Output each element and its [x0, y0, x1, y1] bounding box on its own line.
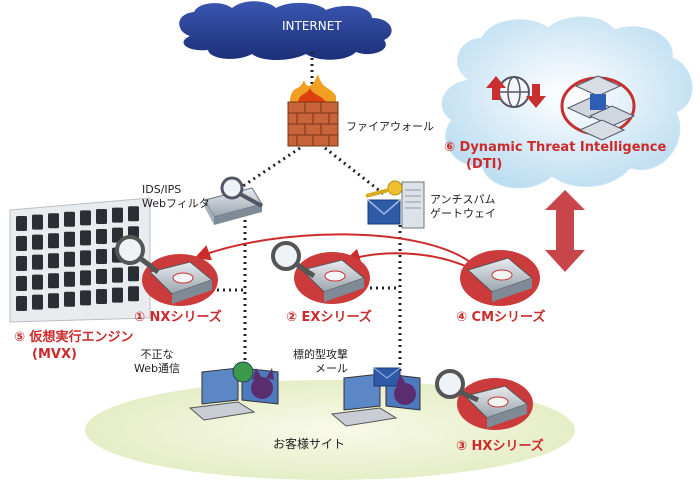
rack-unit	[112, 287, 123, 303]
ex-appliance-icon	[271, 241, 370, 304]
nx-appliance-icon	[115, 235, 218, 306]
dti-number: ⑥	[444, 140, 456, 155]
rack-unit	[80, 290, 91, 306]
antispam-label-line2: ゲートウェイ	[430, 207, 496, 220]
rack-unit	[112, 267, 123, 283]
rack-unit	[48, 293, 59, 309]
rack-unit	[128, 206, 139, 222]
ids-device-icon	[204, 176, 263, 225]
customer-site-label: お客様サイト	[273, 437, 346, 451]
antispam-label-line1: アンチスパム	[430, 193, 496, 206]
firewall-icon	[287, 74, 339, 147]
cm-update-arrows	[194, 233, 471, 269]
dti-line1: Dynamic Threat Intelligence	[459, 140, 667, 155]
rack-unit	[64, 251, 75, 267]
rack-unit	[16, 276, 27, 291]
rack-unit	[32, 254, 43, 270]
nx-name: NXシリーズ	[149, 310, 222, 325]
cm-appliance-icon	[460, 250, 540, 306]
rack-unit	[48, 213, 59, 229]
rack-unit	[96, 249, 107, 264]
rack-unit	[128, 266, 139, 282]
customer-site-area	[85, 380, 575, 480]
rack-unit	[64, 211, 75, 227]
web-threat-label: 不正な Web通信	[134, 348, 180, 376]
rack-unit	[96, 269, 107, 284]
internet-label: INTERNET	[282, 19, 342, 33]
rack-unit	[48, 253, 59, 269]
mvx-number: ⑤	[14, 330, 26, 345]
rack-unit	[16, 236, 27, 251]
cm-name: CMシリーズ	[471, 310, 546, 325]
dti-line2: (DTI)	[466, 157, 503, 172]
laptop-icon-mail	[330, 367, 421, 427]
dti-cloud	[441, 16, 693, 189]
hx-appliance-icon	[435, 369, 533, 430]
dti-globe-icon	[486, 76, 546, 108]
rack-unit	[80, 210, 91, 226]
nx-series-label: ① NXシリーズ	[134, 311, 222, 325]
rack-unit	[80, 270, 91, 286]
rack-unit	[48, 233, 59, 249]
laptop-icon-web	[188, 361, 279, 421]
cm-number: ④	[456, 310, 468, 325]
hx-name: HXシリーズ	[471, 439, 544, 454]
hx-series-label: ③ HXシリーズ	[456, 440, 544, 454]
rack-unit	[64, 231, 75, 247]
rack-unit	[48, 273, 59, 289]
nx-number: ①	[134, 310, 146, 325]
mvx-line2: (MVX)	[32, 347, 77, 362]
web-threat-line2: Web通信	[134, 362, 180, 375]
ids-label-line1: IDS/IPS	[142, 183, 182, 196]
ex-number: ②	[286, 310, 298, 325]
mail-threat-line2: メール	[315, 362, 348, 375]
antispam-gateway-icon	[365, 180, 425, 229]
mail-threat-line1: 標的型攻撃	[293, 348, 348, 361]
mail-threat-label: 標的型攻撃 メール	[293, 348, 348, 376]
rack-unit	[16, 216, 27, 231]
rack-unit	[64, 271, 75, 287]
web-threat-line1: 不正な	[140, 348, 174, 361]
ids-label: IDS/IPS Webフィルタ	[142, 183, 210, 211]
rack-unit	[16, 296, 27, 311]
dti-sync-arrow	[545, 190, 585, 272]
ids-label-line2: Webフィルタ	[142, 197, 210, 210]
internet-cloud	[179, 1, 392, 60]
ex-series-label: ② EXシリーズ	[286, 311, 372, 325]
mvx-line1: 仮想実行エンジン	[29, 330, 134, 345]
dti-label: ⑥ Dynamic Threat Intelligence (DTI)	[444, 139, 666, 173]
hx-number: ③	[456, 439, 468, 454]
rack-unit	[32, 234, 43, 250]
cm-series-label: ④ CMシリーズ	[456, 311, 545, 325]
dti-appliance-cluster-icon	[560, 75, 636, 141]
rack-unit	[80, 230, 91, 246]
rack-unit	[64, 291, 75, 307]
mvx-label: ⑤ 仮想実行エンジン (MVX)	[14, 329, 134, 363]
rack-unit	[96, 229, 107, 244]
rack-unit	[112, 207, 123, 223]
rack-unit	[96, 289, 107, 304]
antispam-label: アンチスパム ゲートウェイ	[430, 193, 496, 221]
rack-unit	[32, 294, 43, 310]
rack-unit	[32, 214, 43, 230]
firewall-label: ファイアウォール	[346, 120, 434, 133]
rack-unit	[128, 286, 139, 302]
rack-unit	[16, 256, 27, 271]
rack-unit	[32, 274, 43, 290]
ex-name: EXシリーズ	[301, 310, 372, 325]
rack-unit	[96, 209, 107, 224]
rack-unit	[80, 250, 91, 266]
